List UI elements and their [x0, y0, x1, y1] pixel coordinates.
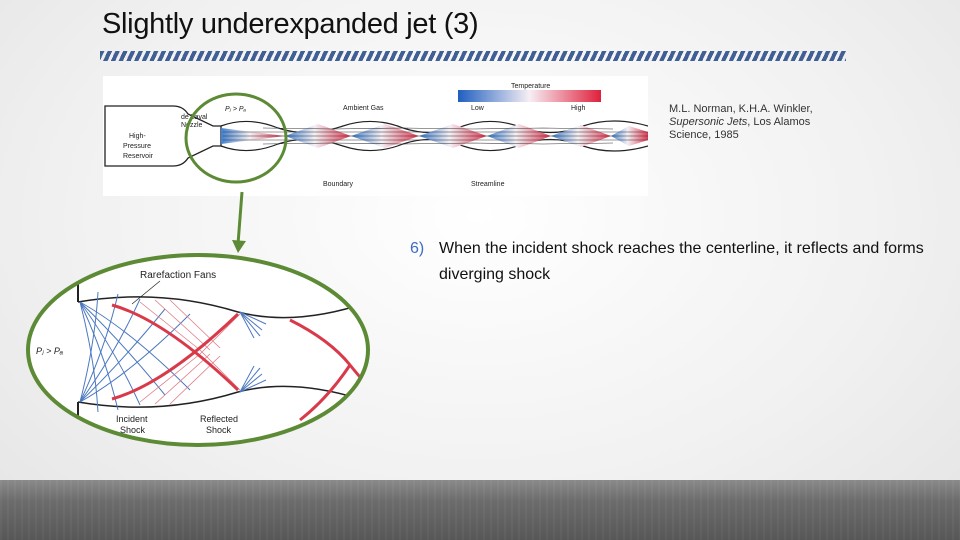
reflected-fan-upper — [239, 311, 267, 339]
floor-texture — [0, 480, 960, 540]
reservoir-label-line-3: Reservoir — [123, 153, 154, 160]
title-underline-rule — [100, 51, 846, 61]
temperature-legend-bar — [458, 90, 601, 102]
ambient-gas-label: Ambient Gas — [343, 105, 384, 112]
citation: M.L. Norman, K.H.A. Winkler, Supersonic … — [669, 103, 859, 142]
reflected-shock-label-line-2: Shock — [206, 425, 232, 435]
reservoir-label-line-2: Pressure — [123, 143, 151, 150]
reflected-fan-lower — [239, 365, 267, 393]
rarefaction-label-leader — [131, 280, 161, 305]
streamlines — [223, 127, 648, 145]
bullet-number: 6) — [410, 240, 425, 257]
zoomed-shock-figure: Rarefaction Fans Pⱼ > Pₐ Incident Shock … — [26, 253, 370, 447]
nozzle-label-line-2: Nozzle — [181, 122, 203, 129]
highlight-ellipse-top — [184, 92, 288, 184]
bullet-text: When the incident shock reaches the cent… — [439, 240, 924, 283]
zoom-connector-arrow — [232, 191, 246, 253]
incident-shock-label-line-1: Incident — [116, 414, 148, 424]
jet-shock-diamond-figure: High- Pressure Reservoir de Laval Nozzle… — [103, 76, 648, 196]
compression-waves — [139, 299, 241, 405]
incident-shock-lower — [111, 312, 240, 401]
rarefaction-fans-label: Rarefaction Fans — [140, 270, 216, 281]
reflected-shock-label-line-1: Reflected — [200, 414, 238, 424]
zoom-upper-boundary — [77, 296, 368, 319]
citation-journal: Science, 1985 — [669, 129, 739, 141]
nozzle-label-line-1: de Laval — [181, 114, 208, 121]
slide-title: Slightly underexpanded jet (3) — [102, 8, 479, 40]
citation-work-title: Supersonic Jets — [669, 116, 748, 128]
incident-shock-label-line-2: Shock — [120, 425, 146, 435]
zoom-lower-boundary — [77, 385, 368, 408]
streamline-label: Streamline — [471, 181, 505, 188]
citation-source: , Los Alamos — [747, 116, 811, 128]
highlight-ellipse-zoom — [26, 253, 370, 447]
temperature-legend-high: High — [571, 105, 586, 112]
boundary-label: Boundary — [323, 181, 353, 188]
citation-authors: M.L. Norman, K.H.A. Winkler, — [669, 103, 813, 115]
floor-band — [0, 480, 960, 540]
zoom-pressure-label: Pⱼ > Pₐ — [36, 346, 63, 356]
next-shock-lower — [299, 364, 352, 422]
rarefaction-fan-lower — [79, 291, 191, 403]
temperature-legend-low: Low — [471, 105, 485, 112]
incident-shock-upper — [111, 303, 240, 392]
reservoir-label-line-1: High- — [129, 133, 146, 140]
jet-pressure-label: Pⱼ > Pₐ — [225, 106, 247, 113]
temperature-legend-title: Temperature — [511, 83, 550, 90]
